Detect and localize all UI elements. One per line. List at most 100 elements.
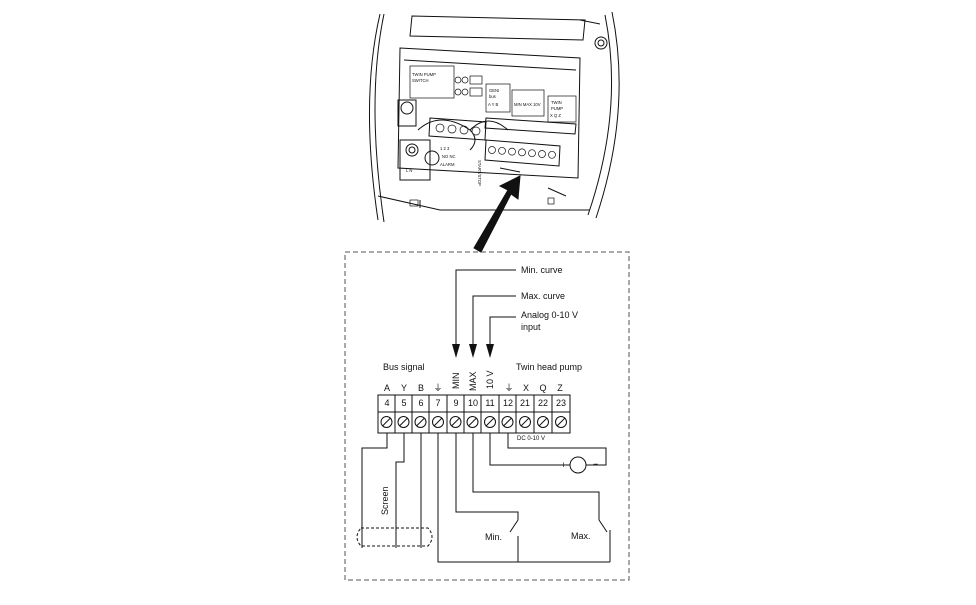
switch-label-2: SWITCH — [412, 78, 429, 83]
pump-label: PUMP — [551, 106, 563, 111]
minus-sign: − — [593, 459, 598, 469]
device-screw-icon — [508, 147, 516, 156]
start-stop-label: START/STOP — [477, 160, 482, 186]
terminal-cells — [380, 395, 567, 433]
device-screw-icon — [538, 150, 546, 158]
pump-terminal-box-illustration: TWIN PUMP SWITCH GENI bus A Y B MIN MAX … — [368, 11, 620, 253]
terminal-number-6: 6 — [418, 398, 423, 408]
terminal-letter-a: A — [384, 383, 390, 393]
terminal-number-21: 21 — [520, 398, 530, 408]
terminal-number-7: 7 — [435, 398, 440, 408]
min-switch-icon — [509, 519, 519, 548]
max-curve-callout-line — [472, 295, 516, 344]
twin-xqz-label: X Q Z — [550, 113, 561, 118]
twin-pump-block — [547, 95, 577, 123]
terminal-screw-icon — [501, 416, 514, 428]
terminal-letter-x: X — [523, 383, 529, 393]
terminal-letter-10v: 10 V — [485, 370, 495, 389]
wires — [361, 433, 611, 563]
device-screw-icon — [518, 148, 526, 157]
alarm-terminal-numbers: 1 2 3 — [440, 146, 450, 151]
screen-label: Screen — [380, 486, 390, 515]
terminal-number-11: 11 — [485, 398, 494, 408]
switch-label-1: TWIN PUMP — [412, 72, 436, 77]
device-screw-icon — [498, 146, 506, 155]
terminal-screw-slot — [520, 417, 530, 427]
max-switch-label: Max. — [571, 531, 591, 541]
device-screw-icon — [528, 149, 536, 158]
plus-sign: + — [561, 460, 566, 470]
terminal-screw-icon — [432, 416, 444, 428]
max-arrow-icon — [469, 344, 477, 358]
min-max-label: MIN MAX 10V — [514, 102, 541, 107]
wire-ground-7 — [437, 433, 519, 563]
module-frame — [397, 47, 581, 179]
terminal-letter-y: Y — [401, 383, 407, 393]
terminal-screw-icon — [484, 416, 496, 428]
min-curve-label: Min. curve — [521, 265, 563, 275]
bus-signal-label: Bus signal — [383, 362, 425, 372]
lower-terminal-screws — [488, 146, 556, 159]
analog-input-label-line2: input — [521, 322, 541, 332]
terminal-letter-max: MAX — [468, 371, 478, 391]
terminal-screw-slot — [451, 417, 460, 427]
terminal-screw-slot — [556, 417, 566, 427]
terminal-screw-slot — [485, 417, 495, 427]
terminal-screw-icon — [380, 416, 393, 428]
twin-label: TWIN — [551, 100, 562, 105]
terminal-letter-z: Z — [557, 383, 563, 393]
terminal-letter-b: B — [418, 383, 424, 393]
terminal-screw-icon — [414, 416, 427, 428]
alarm-no-nc-label: NO NC — [442, 154, 456, 159]
terminal-screw-slot — [416, 417, 425, 427]
gland-icon — [424, 150, 440, 166]
terminal-screw-slot — [433, 417, 443, 427]
max-curve-label: Max. curve — [521, 291, 565, 301]
terminal-number-23: 23 — [556, 398, 566, 408]
min-switch-label: Min. — [485, 532, 502, 542]
analog-arrow-icon — [486, 344, 494, 358]
lower-terminal-strip — [484, 139, 561, 167]
wire-max — [472, 433, 600, 520]
geni-bus-block — [485, 83, 511, 113]
wire-y — [395, 433, 405, 548]
alarm-terminal-strip — [428, 117, 487, 141]
pointer-arrow-icon — [473, 175, 521, 253]
housing-left-edge — [368, 13, 381, 221]
min-max-block — [511, 89, 545, 117]
screen-cable-icon — [356, 527, 433, 547]
min-curve-callout-line — [455, 269, 516, 344]
terminal-screw-slot — [382, 417, 391, 427]
upper-terminal-strip — [484, 117, 577, 135]
terminal-number-5: 5 — [401, 398, 406, 408]
terminal-number-10: 10 — [468, 398, 478, 408]
screw-icon — [594, 36, 608, 50]
wire-analog-return — [507, 433, 607, 466]
twin-pump-switch-block — [409, 65, 455, 99]
terminal-screw-icon — [466, 416, 479, 428]
terminal-number-4: 4 — [384, 398, 389, 408]
wire-a — [361, 433, 388, 548]
device-screw-icon — [488, 146, 496, 154]
geni-label: GENI — [489, 88, 499, 93]
schematic-dashed-frame — [344, 251, 630, 581]
wire-analog — [489, 433, 570, 466]
terminal-block — [377, 394, 571, 434]
housing-right-edge — [595, 11, 620, 219]
terminal-screw-icon — [449, 416, 462, 428]
dc-0-10v-label: DC 0-10 V — [517, 436, 545, 442]
terminal-screw-slot — [538, 417, 548, 427]
device-screw-icon — [548, 150, 556, 159]
analog-callout-line — [489, 316, 516, 344]
terminal-screw-slot — [503, 417, 512, 427]
housing-left-edge-inner — [374, 13, 385, 223]
terminal-number-9: 9 — [453, 398, 458, 408]
geni-terminal-letters: A Y B — [488, 102, 499, 107]
power-terminal-block — [399, 139, 431, 181]
terminal-letter-q: Q — [539, 383, 546, 393]
analog-input-label-line1: Analog 0-10 V — [521, 310, 578, 320]
geni-bus-label: bus — [489, 94, 496, 99]
terminal-screw-slot — [399, 417, 408, 427]
wire-min — [455, 433, 519, 520]
